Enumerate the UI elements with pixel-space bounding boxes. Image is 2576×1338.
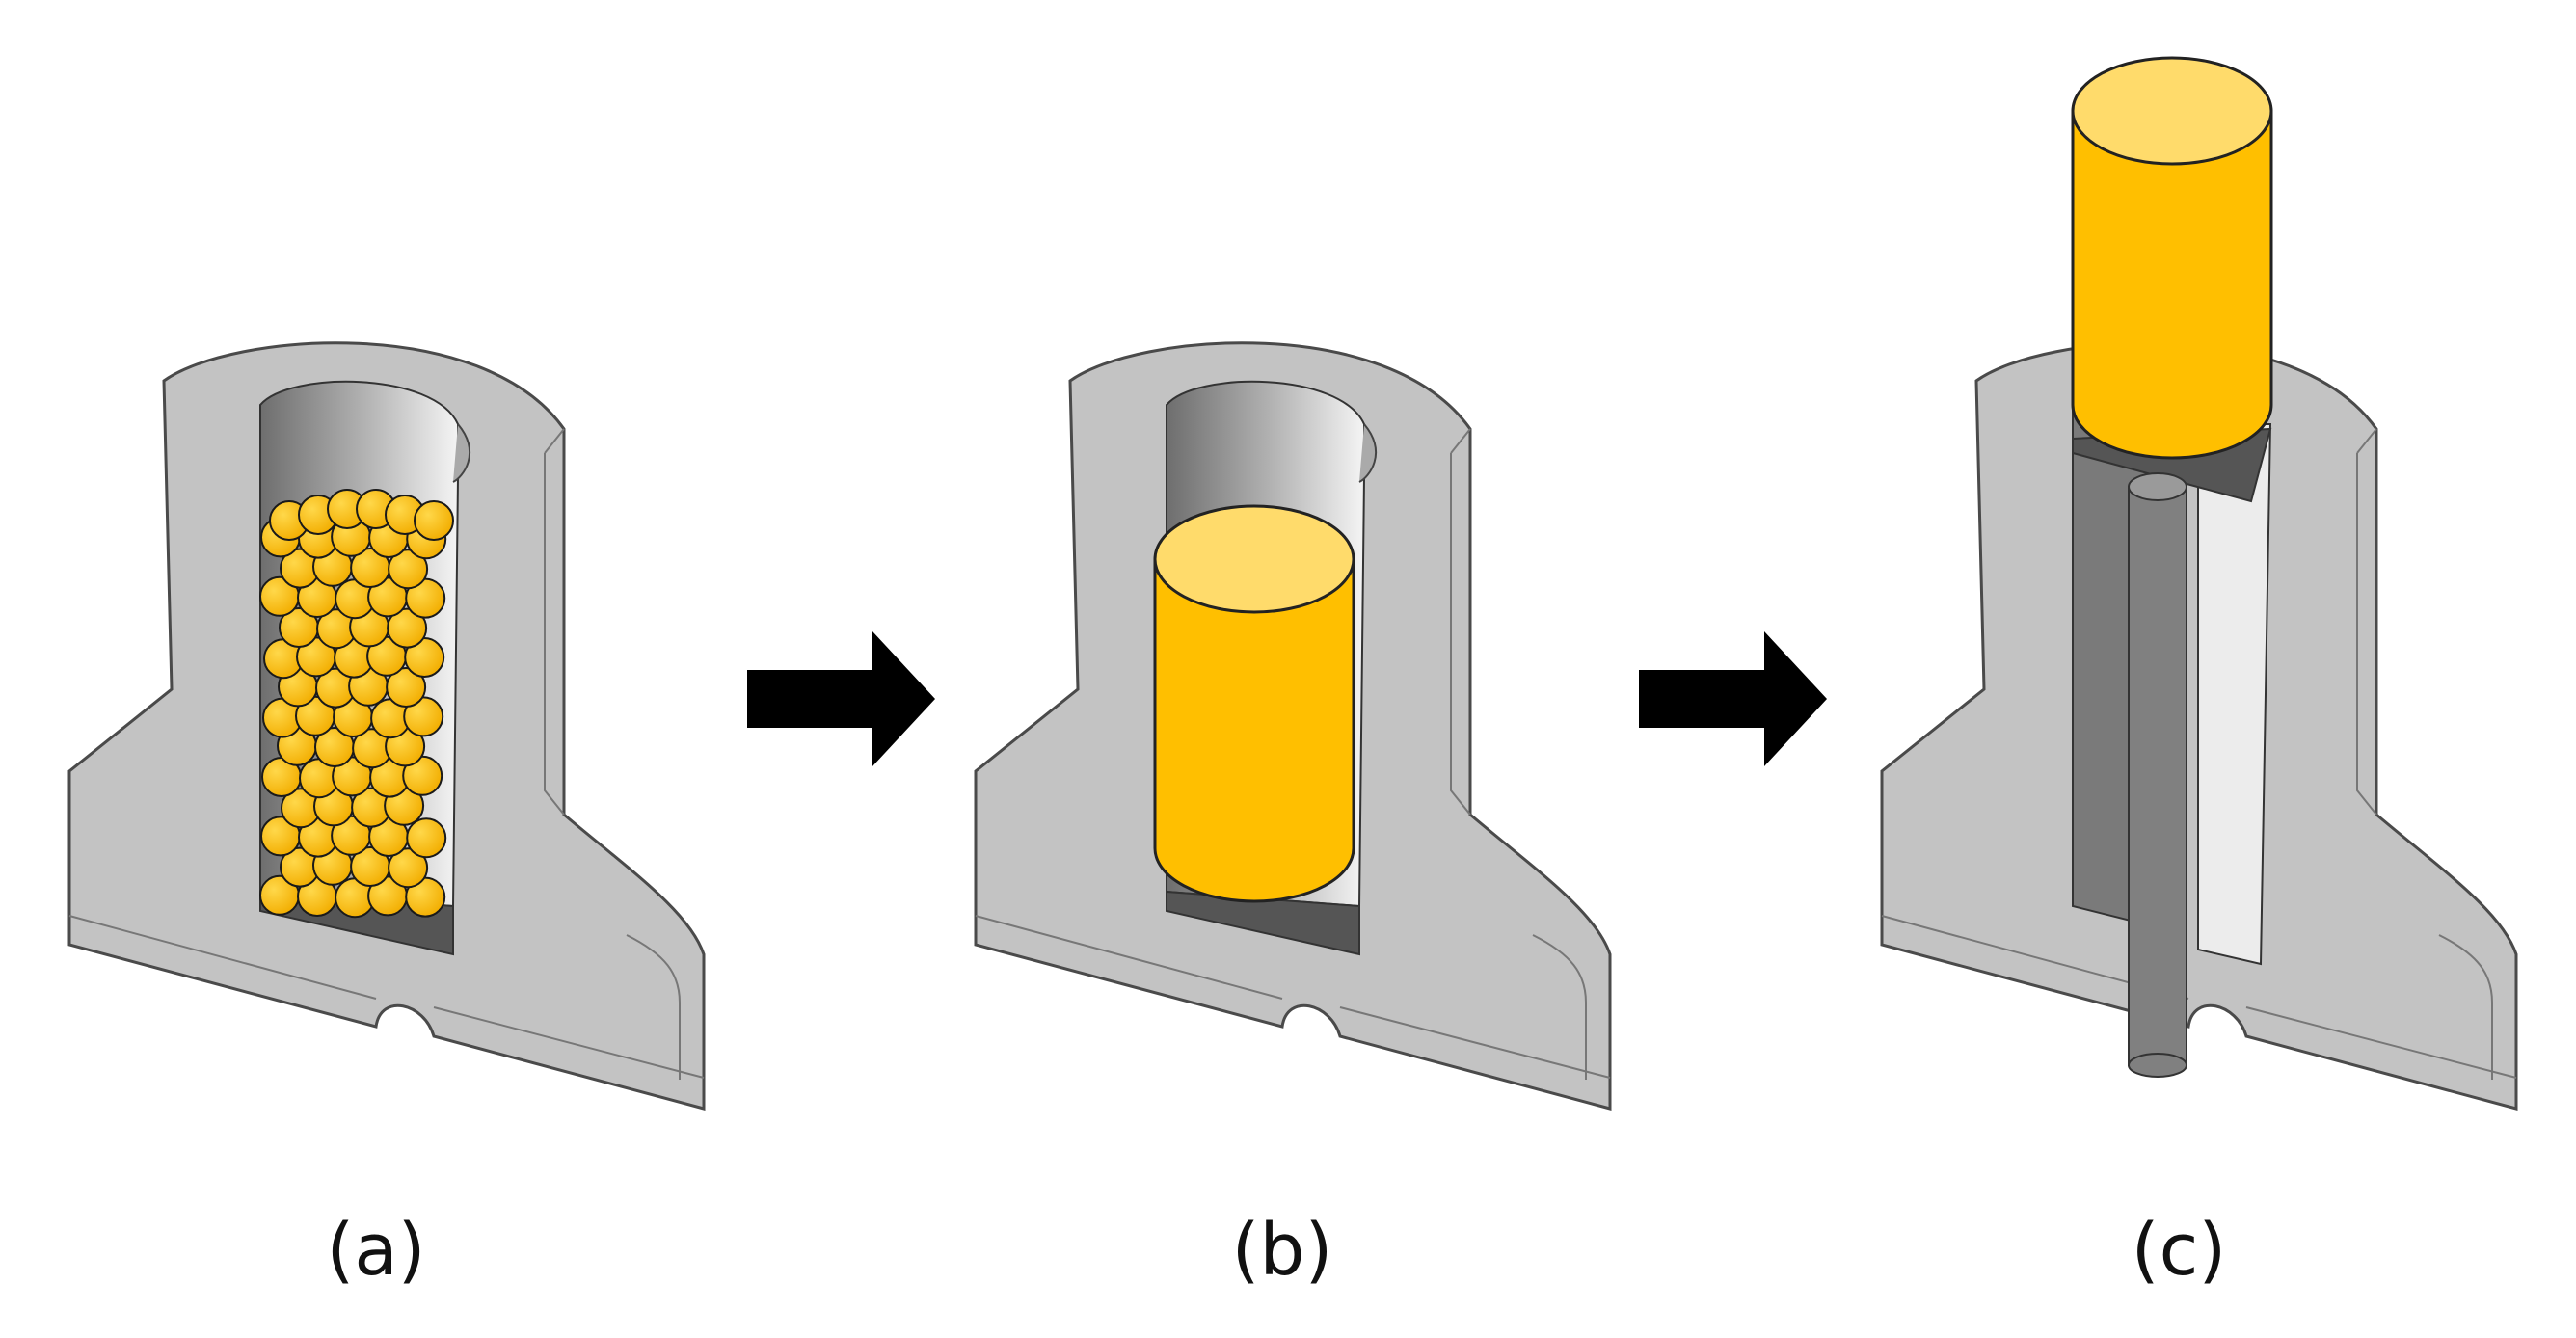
label-a: (a) xyxy=(326,1209,425,1292)
panel-a: (a) xyxy=(67,341,706,1292)
sphere xyxy=(387,607,428,649)
right-arrow-icon xyxy=(1639,631,1827,766)
label-c: (c) xyxy=(2132,1209,2226,1292)
yellow-cylinder-c xyxy=(2071,56,2273,460)
ejector-pin xyxy=(2128,472,2187,1078)
panel-b: (b) xyxy=(974,341,1612,1292)
sphere xyxy=(388,549,429,590)
sphere xyxy=(388,847,429,889)
label-b: (b) xyxy=(1232,1209,1333,1292)
mold-a xyxy=(67,341,706,1111)
yellow-cylinder-b xyxy=(1153,504,1355,903)
sphere xyxy=(386,667,427,708)
sphere xyxy=(406,817,447,859)
right-arrow-icon xyxy=(747,631,935,766)
sphere xyxy=(414,500,454,541)
bore-c-light xyxy=(2197,423,2272,966)
panel-c: (c) xyxy=(1880,56,2518,1292)
spheres-group xyxy=(259,489,454,919)
